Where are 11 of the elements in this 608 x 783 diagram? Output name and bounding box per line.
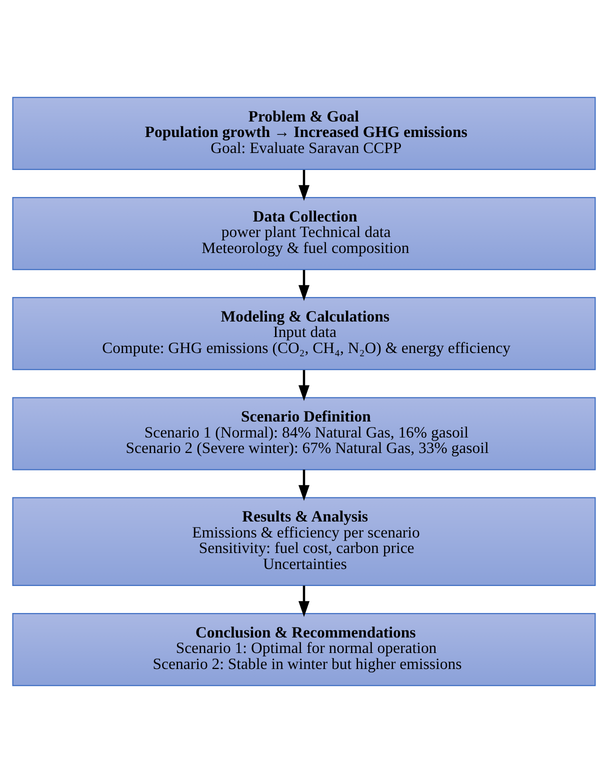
node-box: Modeling & Calculations Input data Compute: GHG emissions (CO₂, CH₄, N₂O) & energy efficiency xyxy=(12,297,596,370)
node-box: Problem & Goal Population growth → Increased GHG emissions Goal: Evaluate Saravan CCPP xyxy=(12,96,596,170)
node-box: Results & Analysis Emissions & efficiency per scenario Sensitivity: fuel cost, carbon price Uncertainties xyxy=(12,497,596,586)
node-box: Scenario Definition Scenario 1 (Normal): 84% Natural Gas, 16% gasoil Scenario 2 (Severe winter): 67% Natural Gas, 33% gasoil xyxy=(12,397,596,470)
arrow xyxy=(298,170,310,201)
arrow xyxy=(298,470,310,501)
arrow xyxy=(298,270,310,301)
arrow xyxy=(298,370,310,402)
node-box: Conclusion & Recommendations Scenario 1: Optimal for normal operation Scenario 2: Stable in winter but higher emissions xyxy=(12,612,596,686)
arrow xyxy=(298,586,310,617)
node-box: Data Collection power plant Technical data Meteorology & fuel composition xyxy=(12,197,596,270)
